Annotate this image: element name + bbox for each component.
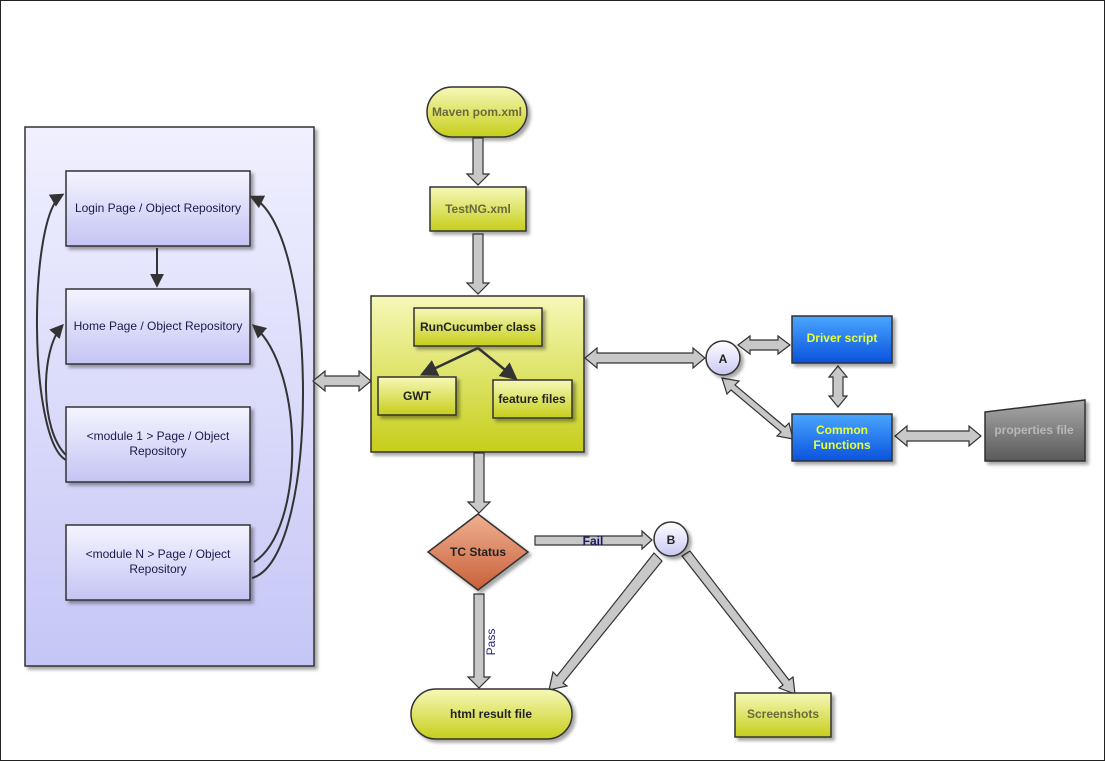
maven-pom-node[interactable]: Maven pom.xml bbox=[426, 86, 528, 138]
cucumber-a-arrow bbox=[584, 346, 706, 370]
common-properties-arrow bbox=[894, 424, 982, 448]
module1-to-home-arrow bbox=[44, 323, 67, 456]
connector-b-label: B bbox=[667, 533, 676, 547]
tc-status-decision[interactable]: TC Status bbox=[426, 513, 530, 591]
driver-script-node[interactable]: Driver script bbox=[791, 315, 893, 364]
common-functions-node[interactable]: Common Functions bbox=[791, 413, 893, 462]
module-n-label-line2: Repository bbox=[129, 562, 186, 576]
common-functions-label-line2: Functions bbox=[813, 438, 871, 452]
html-result-label: html result file bbox=[450, 707, 532, 721]
b-to-html-arrow bbox=[548, 552, 663, 691]
maven-to-testng-arrow bbox=[465, 137, 491, 186]
maven-label: Maven pom.xml bbox=[432, 105, 522, 119]
testng-node[interactable]: TestNG.xml bbox=[429, 186, 527, 232]
connector-a-label: A bbox=[719, 352, 728, 366]
connector-b[interactable]: B bbox=[653, 521, 689, 557]
driver-script-label: Driver script bbox=[807, 331, 878, 345]
module-1-page-box[interactable]: <module 1 > Page / Object Repository bbox=[65, 406, 251, 483]
a-driver-arrow bbox=[737, 334, 791, 356]
gwt-node[interactable]: GWT bbox=[377, 376, 457, 416]
a-common-arrow bbox=[721, 377, 794, 440]
tcstatus-to-b-arrow bbox=[534, 529, 653, 551]
module-1-label-line2: Repository bbox=[129, 444, 186, 458]
runcucumber-node[interactable]: RunCucumber class bbox=[413, 307, 543, 347]
connector-a[interactable]: A bbox=[705, 340, 741, 376]
testng-label: TestNG.xml bbox=[445, 202, 511, 216]
fail-label: Fail bbox=[583, 534, 604, 548]
common-functions-label-line1: Common bbox=[816, 423, 868, 437]
module-n-page-box[interactable]: <module N > Page / Object Repository bbox=[65, 524, 251, 601]
gwt-label: GWT bbox=[403, 389, 432, 403]
home-page-box[interactable]: Home Page / Object Repository bbox=[65, 288, 251, 365]
moduleN-to-login-arrow bbox=[249, 195, 304, 579]
cucumber-to-tcstatus-arrow bbox=[466, 452, 492, 514]
screenshots-label: Screenshots bbox=[747, 707, 819, 721]
run-to-gwt-arrow bbox=[419, 346, 479, 376]
testng-to-cucumber-arrow bbox=[465, 233, 491, 295]
screenshots-node[interactable]: Screenshots bbox=[734, 692, 832, 738]
tc-status-label: TC Status bbox=[450, 545, 506, 559]
cucumber-inner-arrows bbox=[419, 346, 518, 381]
b-to-screenshots-arrow bbox=[681, 550, 796, 695]
pass-label: Pass bbox=[484, 629, 498, 656]
module-n-label-line1: <module N > Page / Object bbox=[86, 547, 231, 561]
feature-files-label: feature files bbox=[498, 392, 566, 406]
tcstatus-to-html-arrow bbox=[466, 593, 492, 689]
module1-to-login-arrow bbox=[36, 193, 67, 461]
module-1-label-line1: <module 1 > Page / Object bbox=[87, 429, 230, 443]
properties-file-node[interactable]: properties file bbox=[984, 399, 1086, 462]
driver-common-arrow bbox=[827, 365, 849, 408]
login-page-box[interactable]: Login Page / Object Repository bbox=[65, 170, 251, 247]
home-page-label: Home Page / Object Repository bbox=[74, 319, 243, 333]
moduleN-to-home-arrow bbox=[251, 324, 294, 563]
properties-file-label: properties file bbox=[994, 423, 1074, 437]
run-to-feature-arrow bbox=[477, 347, 518, 381]
feature-files-node[interactable]: feature files bbox=[492, 379, 573, 419]
block-arrows bbox=[312, 137, 982, 695]
login-page-label: Login Page / Object Repository bbox=[75, 201, 241, 215]
repository-cucumber-arrow bbox=[312, 369, 372, 393]
repository-connectors bbox=[36, 193, 304, 579]
html-result-node[interactable]: html result file bbox=[410, 688, 573, 740]
runcucumber-label: RunCucumber class bbox=[420, 320, 536, 334]
